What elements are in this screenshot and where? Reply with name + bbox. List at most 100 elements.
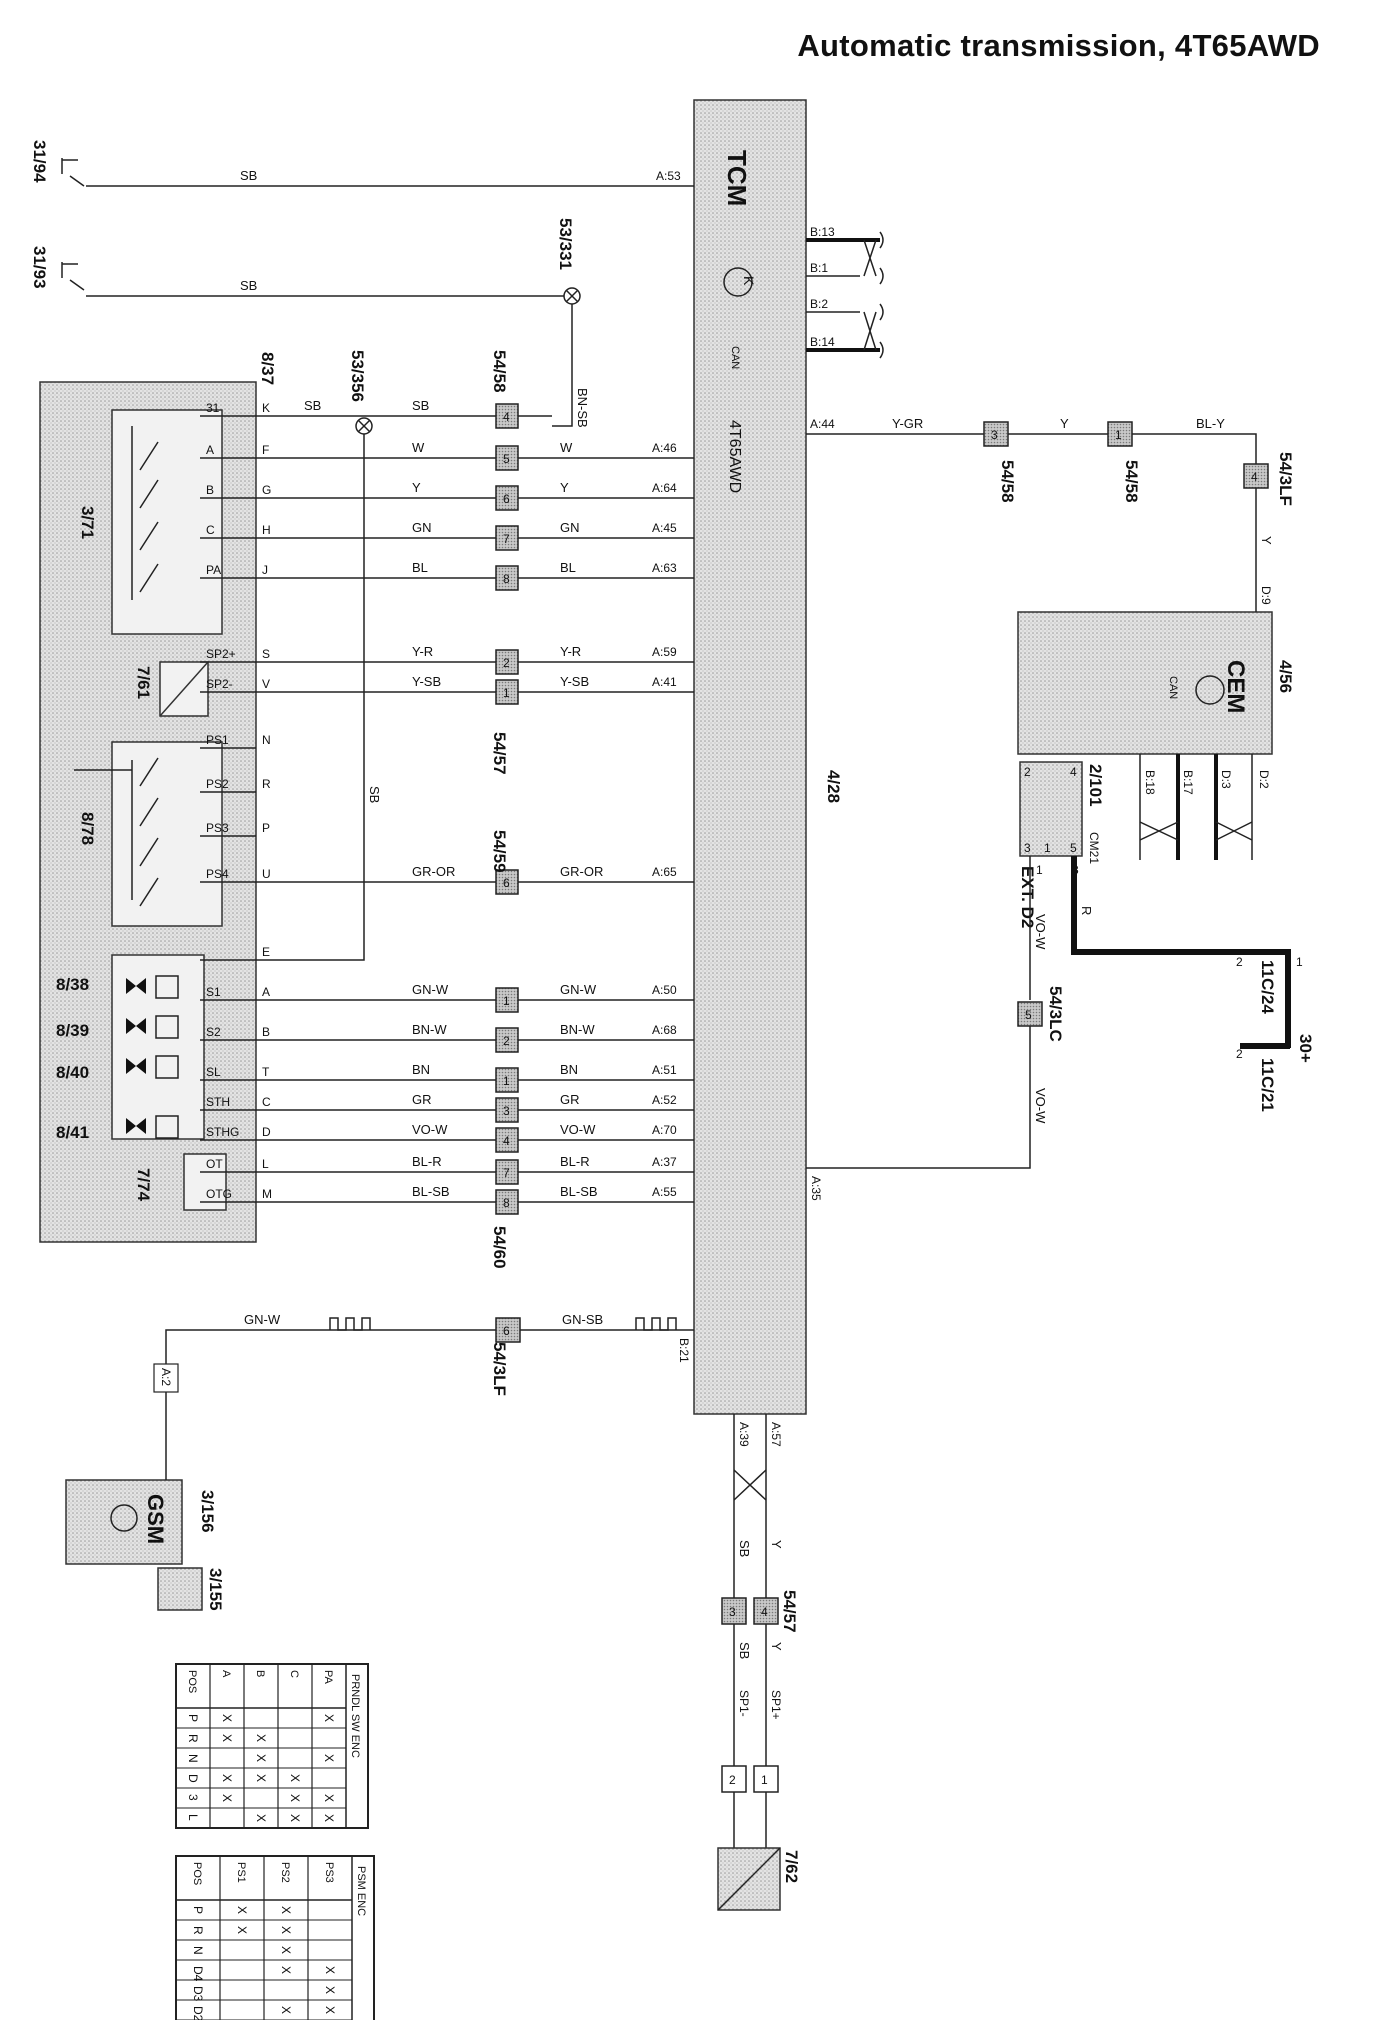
splice-331-ref: 53/331 [556, 218, 575, 270]
gsm-sub-ref: 3/155 [206, 1568, 225, 1611]
harness-pin-letter: G [262, 483, 271, 497]
tcm-can-pin: B:14 [810, 335, 835, 349]
connector-pin-box [495, 869, 519, 895]
psm-switch-box [111, 741, 223, 927]
bottom-color: SB [737, 1642, 752, 1659]
gsm-wire-left-color: GN-W [244, 1312, 281, 1327]
gsm-sub-module [157, 1567, 203, 1611]
connector-pin-box [495, 1189, 519, 1215]
temp-sensor-ref: 7/74 [134, 1168, 153, 1202]
tcm-pin: A:41 [652, 675, 677, 689]
table-cell: X [220, 1774, 234, 1782]
connector-pin: 6 [503, 492, 510, 506]
wire-color: BN [412, 1062, 430, 1077]
bottom-conn [753, 1597, 779, 1625]
wire-row: E [200, 945, 270, 961]
table-header: POS [186, 1670, 198, 1693]
table-cell: P [186, 1714, 200, 1722]
a44-pin: A:44 [810, 417, 835, 431]
relay-module [1019, 761, 1083, 857]
tcm-pin: A:46 [652, 441, 677, 455]
wire-color: Y [560, 480, 569, 495]
a44-conn-pin: 4 [1251, 470, 1258, 484]
can-break [879, 231, 884, 359]
ground-94-ref: 31/94 [30, 140, 49, 183]
prndl-switch-contacts [131, 426, 159, 600]
a44-conn-pin: 1 [1115, 428, 1122, 442]
harness-pin-letter: U [262, 867, 271, 881]
bottom-conn [721, 1597, 747, 1625]
can-twisted-pair [806, 239, 860, 351]
tcm-can-label: CAN [729, 346, 741, 369]
harness-pin-letter: T [262, 1065, 270, 1079]
wire-color: Y-R [560, 644, 581, 659]
switch-pin-label: PS4 [206, 867, 229, 881]
connector-pin-box [495, 525, 519, 551]
wire-color: SB [412, 398, 429, 413]
prndl-switch-box [111, 409, 223, 635]
sensor-pin: SP1- [737, 1690, 751, 1717]
connector-5457: 54/57 [490, 732, 509, 775]
switch-pin-label: PA [206, 563, 221, 577]
a44-conn-pin: 3 [991, 428, 998, 442]
table-cell: D2 [191, 2006, 205, 2020]
a35-pin: A:35 [809, 1176, 823, 1201]
table-cell: X [323, 1966, 337, 1974]
wire-color: GN [560, 520, 580, 535]
connector-pin: 3 [503, 1104, 510, 1118]
gsm-module [65, 1479, 183, 1565]
table-cell: X [279, 1966, 293, 1974]
wire-color: BL-R [560, 1154, 590, 1169]
table-cell: X [322, 1714, 336, 1722]
solenoid-ref: 8/41 [56, 1123, 89, 1142]
table-cell: X [254, 1754, 268, 1762]
table-cell: X [322, 1754, 336, 1762]
connector-pin: 1 [503, 994, 510, 1008]
temp-sensor-box [183, 1153, 227, 1211]
tcm-module [693, 99, 807, 1415]
a44-color: BL-Y [1196, 416, 1225, 431]
connector-pin-box [495, 1027, 519, 1053]
ext-pin: 1 [1036, 863, 1043, 877]
table-frame [175, 1663, 369, 1829]
harness-pin-letter: K [262, 401, 270, 415]
relay-pin: 4 [1070, 765, 1077, 779]
table-cell: D3 [191, 1986, 205, 2002]
tcm-pin: A:68 [652, 1023, 677, 1037]
wire-color: Y-R [412, 644, 433, 659]
gsm-name: GSM [143, 1494, 168, 1544]
connector-pin: 7 [503, 532, 510, 546]
harness-pin-letter: L [262, 1157, 269, 1171]
cem-d9-pin: D:9 [1259, 586, 1273, 605]
fuse-24-ref: 11C/24 [1258, 960, 1277, 1014]
splice-331-wire [552, 304, 573, 427]
wire-color: Y-SB [412, 674, 441, 689]
thick-wire-label: R [1079, 906, 1094, 915]
cem-ref: 4/56 [1276, 660, 1295, 693]
switch-pin-label: SL [206, 1065, 221, 1079]
wire-color: GR [412, 1092, 432, 1107]
wire-color: GN-W [412, 982, 449, 997]
speed-sensor-out-diagonal [717, 1847, 781, 1911]
switch-pin-label: B [206, 483, 214, 497]
switch-pin-label: SP2- [206, 677, 233, 691]
ground-symbol-94 [61, 158, 85, 187]
connector-pin-box [495, 565, 519, 591]
harness-pin-letter: P [262, 821, 270, 835]
switch-pin-label: STH [206, 1095, 230, 1109]
harness-pin-letter: C [262, 1095, 271, 1109]
gsm-ref: 3/156 [198, 1490, 217, 1533]
connector-pin-box [495, 1097, 519, 1123]
harness-pin-letter: B [262, 1025, 270, 1039]
ext-wire2-color: VO-W [1033, 1088, 1048, 1124]
tcm-can-pins: B:13 B:1 B:2 B:14 [806, 225, 884, 359]
wire-color: GN-W [560, 982, 597, 997]
solenoid-box [111, 954, 205, 1140]
wire-color: BL-SB [560, 1184, 598, 1199]
